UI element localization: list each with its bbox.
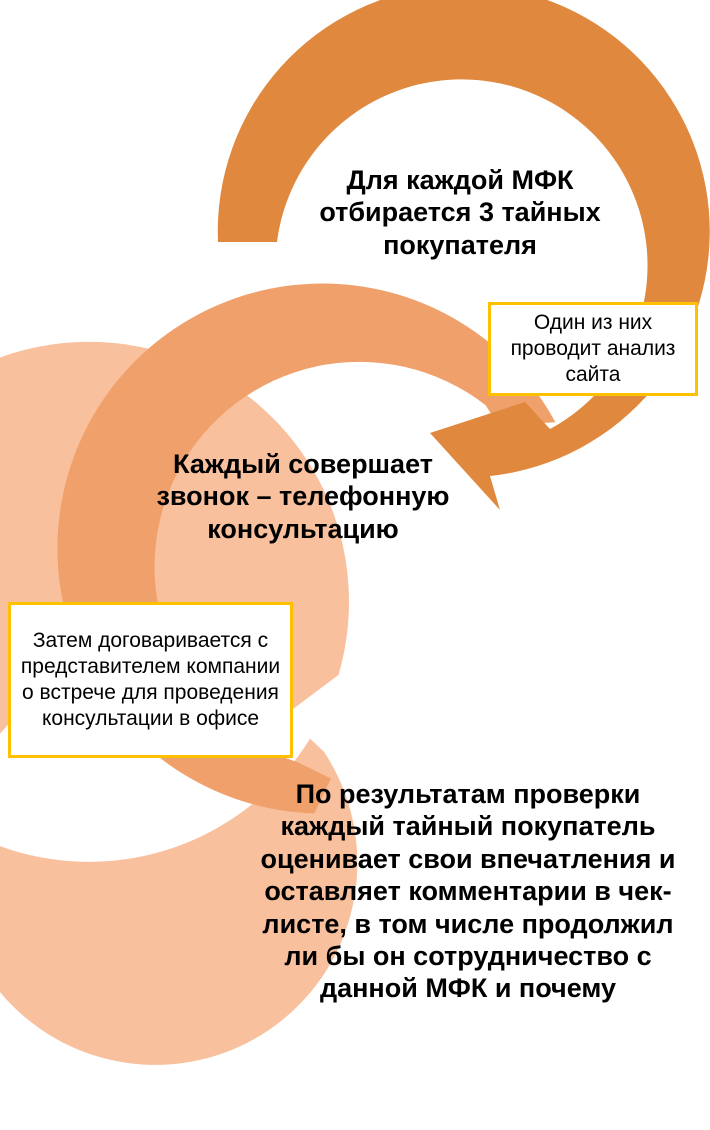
callout-office-meeting-text: Затем договаривается с представителем ко… bbox=[20, 628, 281, 731]
step-1-text: Для каждой МФК отбирается 3 тайных покуп… bbox=[319, 165, 601, 260]
callout-site-analysis-text: Один из них проводит анализ сайта bbox=[510, 310, 676, 387]
callout-site-analysis: Один из них проводит анализ сайта bbox=[488, 302, 698, 396]
cycle-ring-1 bbox=[217, 0, 710, 510]
step-2-text: Каждый совершает звонок – телефонную кон… bbox=[156, 449, 450, 544]
step-3-text: По результатам проверки каждый тайный по… bbox=[260, 779, 676, 1004]
callout-office-meeting: Затем договаривается с представителем ко… bbox=[8, 602, 293, 758]
